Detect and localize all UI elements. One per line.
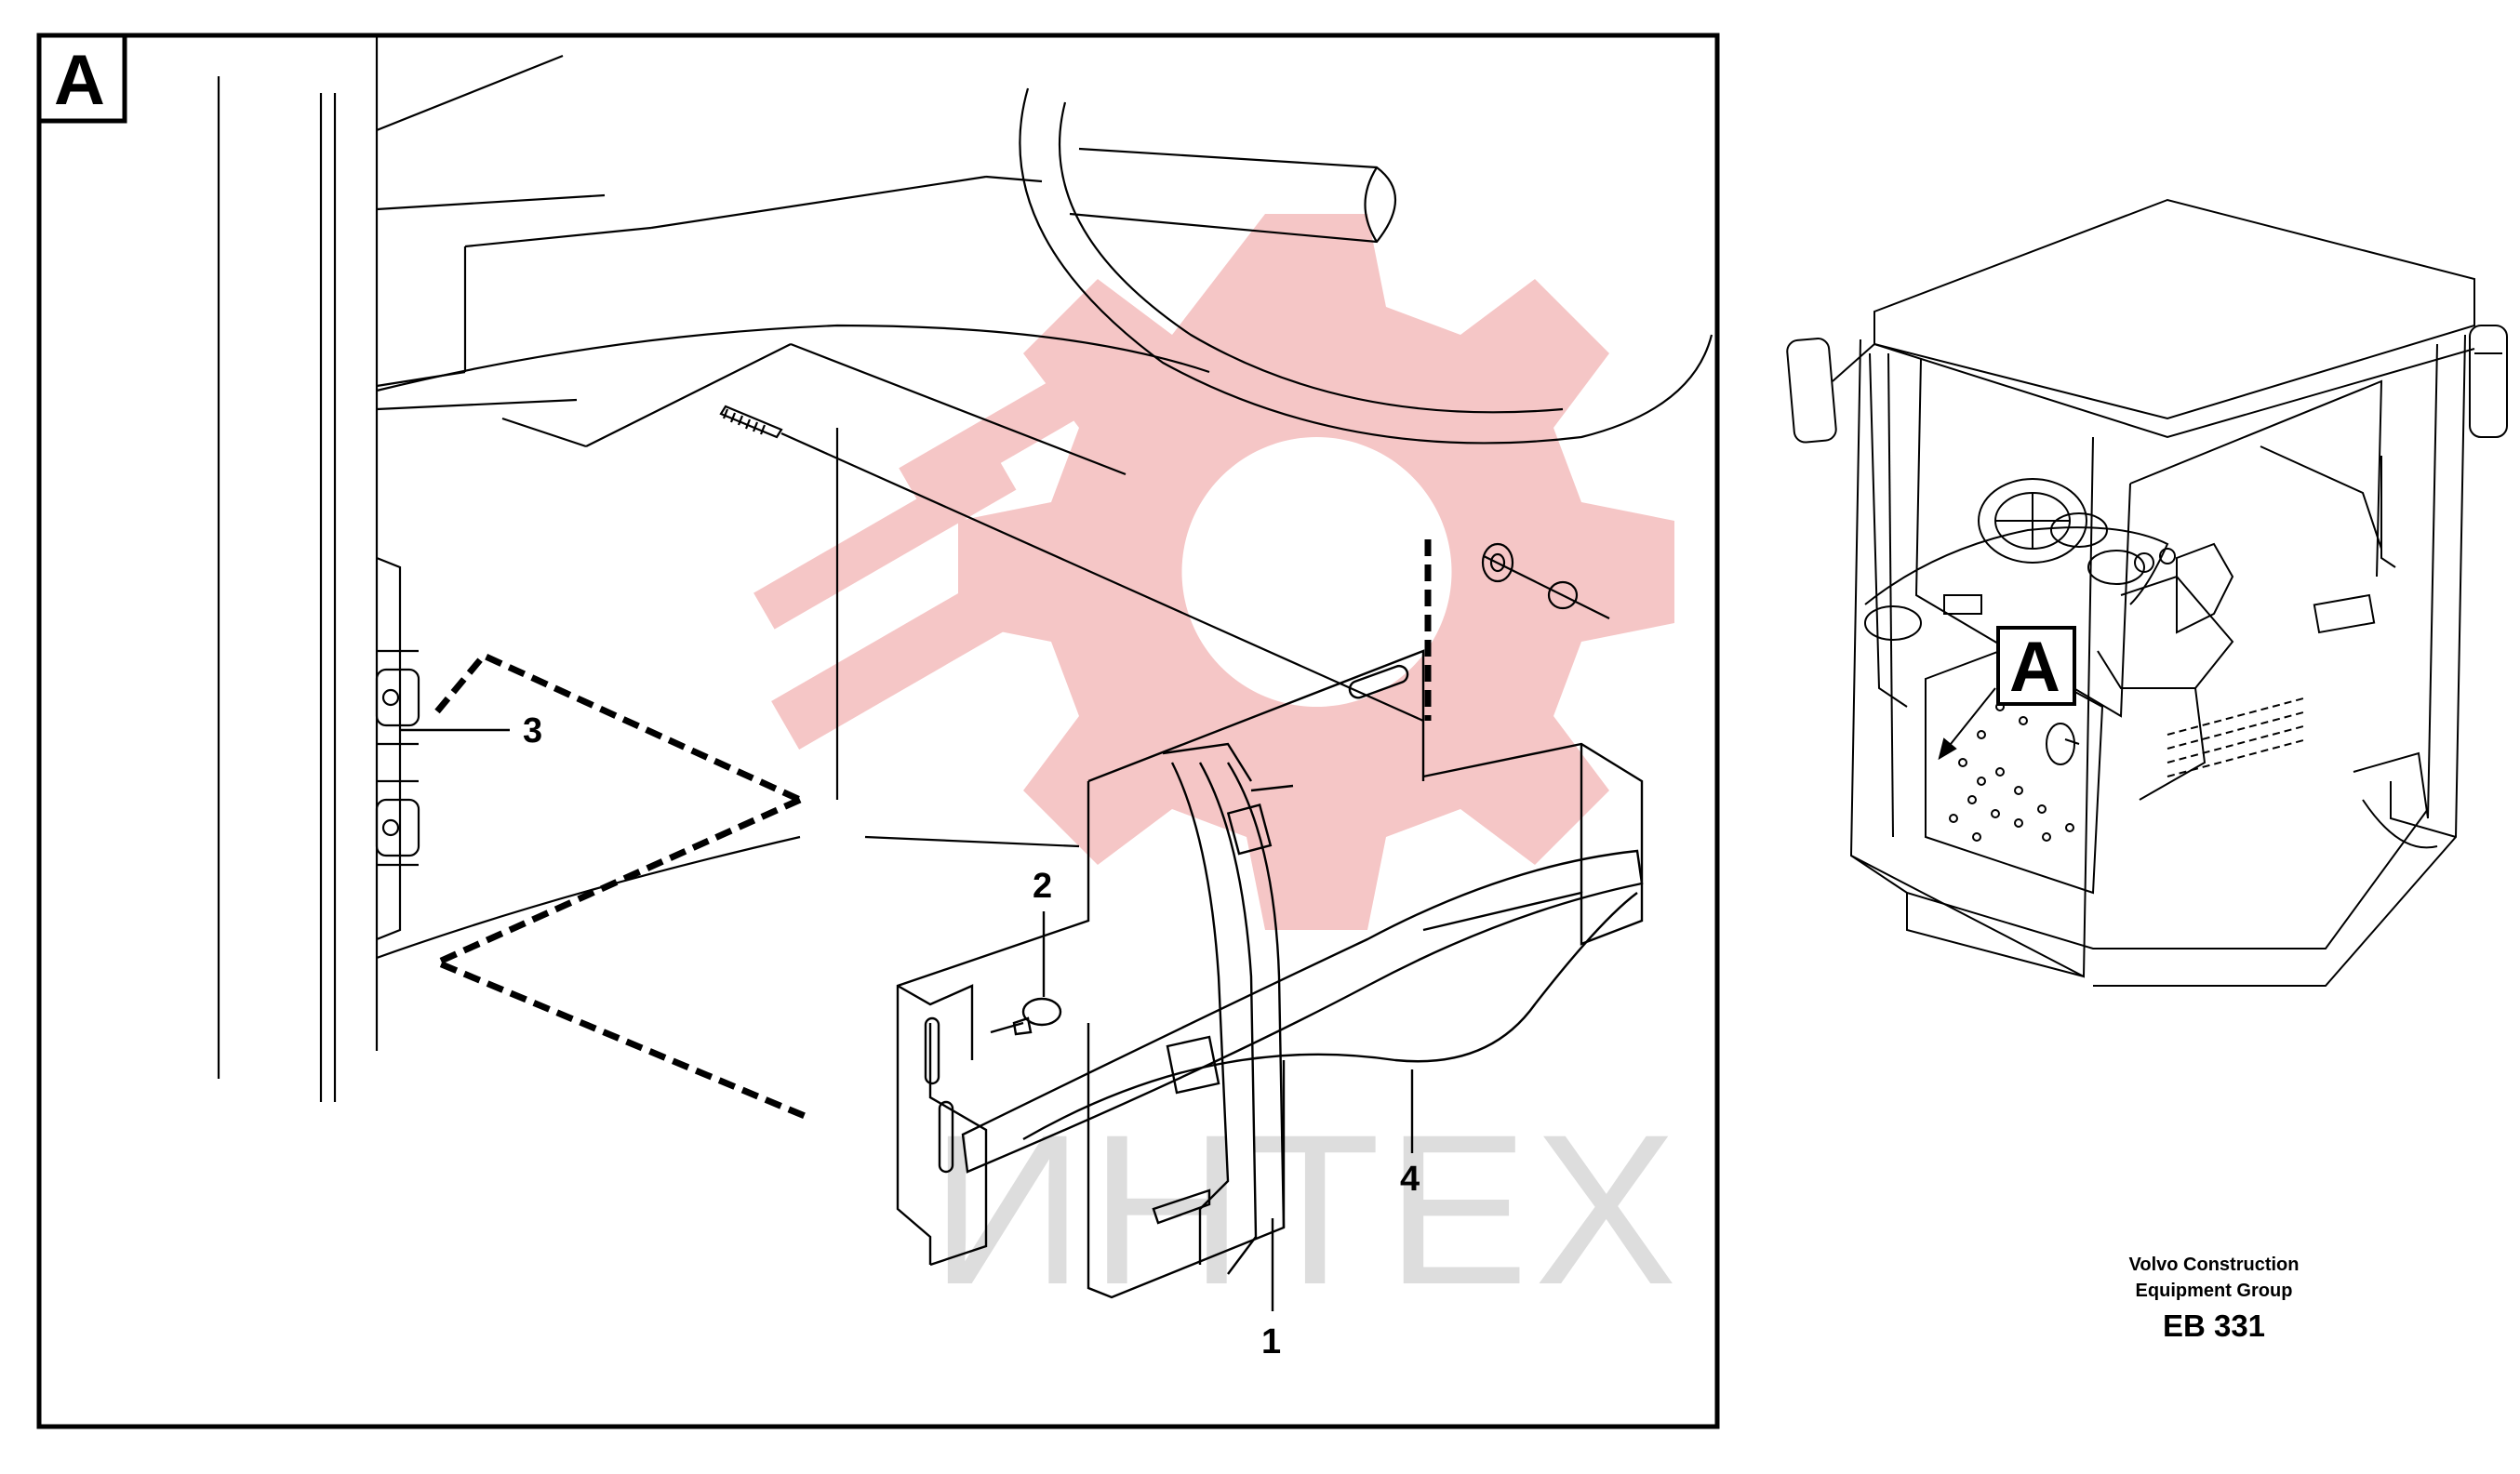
mounting-bracket-left [375, 556, 420, 941]
watermark-gear-logo [753, 214, 1674, 930]
callout-1: 1 [1261, 1322, 1281, 1361]
publisher-name-line2: Equipment Group [2136, 1281, 2293, 1301]
publisher-name-line1: Volvo Construction [2129, 1255, 2300, 1275]
callout-4: 4 [1400, 1160, 1420, 1199]
holder-bracket [896, 649, 1644, 1299]
callout-3: 3 [523, 711, 542, 750]
mounting-area-outline [429, 539, 1432, 1120]
overview-view-marker: A [1996, 626, 2076, 707]
detail-view-frame: A [36, 33, 1720, 1429]
watermark-text: ИНТЕХ [930, 1090, 1683, 1329]
overview-view-letter: A [2009, 628, 2060, 707]
threaded-stud [719, 405, 1424, 723]
cab-interior-background [217, 37, 1713, 1102]
callout-leaders [400, 728, 1414, 1311]
washer-and-nut [1481, 542, 1610, 619]
detail-view-letter: A [54, 41, 105, 120]
callout-2: 2 [1033, 867, 1052, 906]
overview-cab-illustration [1786, 198, 2508, 987]
reference-code: EB 331 [2163, 1308, 2265, 1343]
